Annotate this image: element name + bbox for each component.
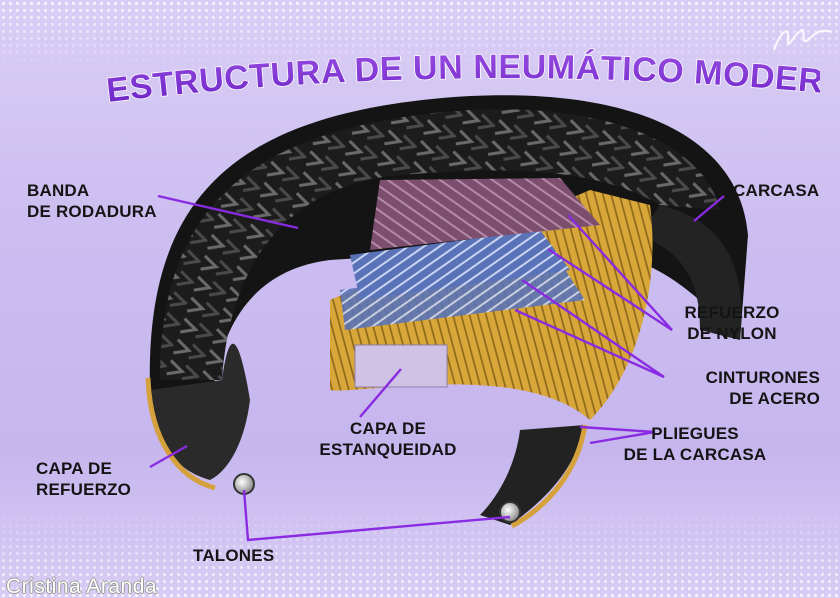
signature-mark (772, 28, 833, 51)
leader-nylon-2 (547, 247, 673, 332)
leader-pliegues-1 (579, 425, 656, 434)
label-banda-de-rodadura: BANDA DE RODADURA (27, 180, 157, 222)
nylon-reinforcement-layer (370, 178, 600, 250)
label-line: PLIEGUES (651, 424, 739, 443)
label-refuerzo-de-nylon: REFUERZO DE NYLON (662, 302, 802, 344)
label-capa-de-refuerzo: CAPA DE REFUERZO (36, 458, 131, 500)
tire-outer-shell (149, 95, 749, 421)
label-line: DE ACERO (729, 389, 820, 408)
leader-talones (242, 489, 511, 542)
label-line: CARCASA (733, 181, 820, 200)
bead-right (499, 501, 521, 523)
label-line: REFUERZO (684, 303, 780, 322)
halftone-top-decoration (0, 0, 840, 70)
leader-carcasa (693, 195, 725, 222)
leader-nylon-1 (567, 214, 673, 331)
halftone-bottom-decoration (0, 508, 840, 598)
label-line: BANDA (27, 181, 90, 200)
label-line: CAPA DE (36, 459, 113, 478)
label-line: CINTURONES (705, 368, 820, 387)
inner-liner-patch (354, 344, 448, 388)
label-line: TALONES (193, 546, 275, 565)
label-line: CAPA DE (349, 419, 427, 438)
label-line: ESTANQUEIDAD (319, 440, 457, 459)
label-line: DE RODADURA (27, 202, 157, 221)
inner-sidewall-right (480, 424, 588, 529)
label-line: DE LA CARCASA (623, 445, 767, 464)
label-carcasa: CARCASA (733, 180, 819, 201)
leader-pliegues-2 (589, 430, 656, 445)
label-cinturones-de-acero: CINTURONES DE ACERO (656, 367, 820, 409)
author-credit: Cristina Aranda (6, 575, 158, 598)
label-line: REFUERZO (36, 480, 132, 499)
label-line: DE NYLON (687, 324, 777, 343)
label-pliegues-de-la-carcasa: PLIEGUES DE LA CARCASA (602, 423, 788, 465)
label-talones: TALONES (193, 545, 274, 566)
inner-sidewall-left (145, 343, 250, 491)
leader-estanqueidad (359, 368, 402, 418)
leader-capa-refuerzo (149, 444, 188, 469)
leader-lines (149, 194, 725, 542)
steel-belt-layer-2 (340, 262, 585, 330)
leader-banda (157, 194, 299, 230)
leader-cinturones-1 (521, 279, 665, 378)
leader-cinturones-2 (514, 308, 665, 379)
label-capa-de-estanqueidad: CAPA DE ESTANQUEIDAD (290, 418, 486, 460)
